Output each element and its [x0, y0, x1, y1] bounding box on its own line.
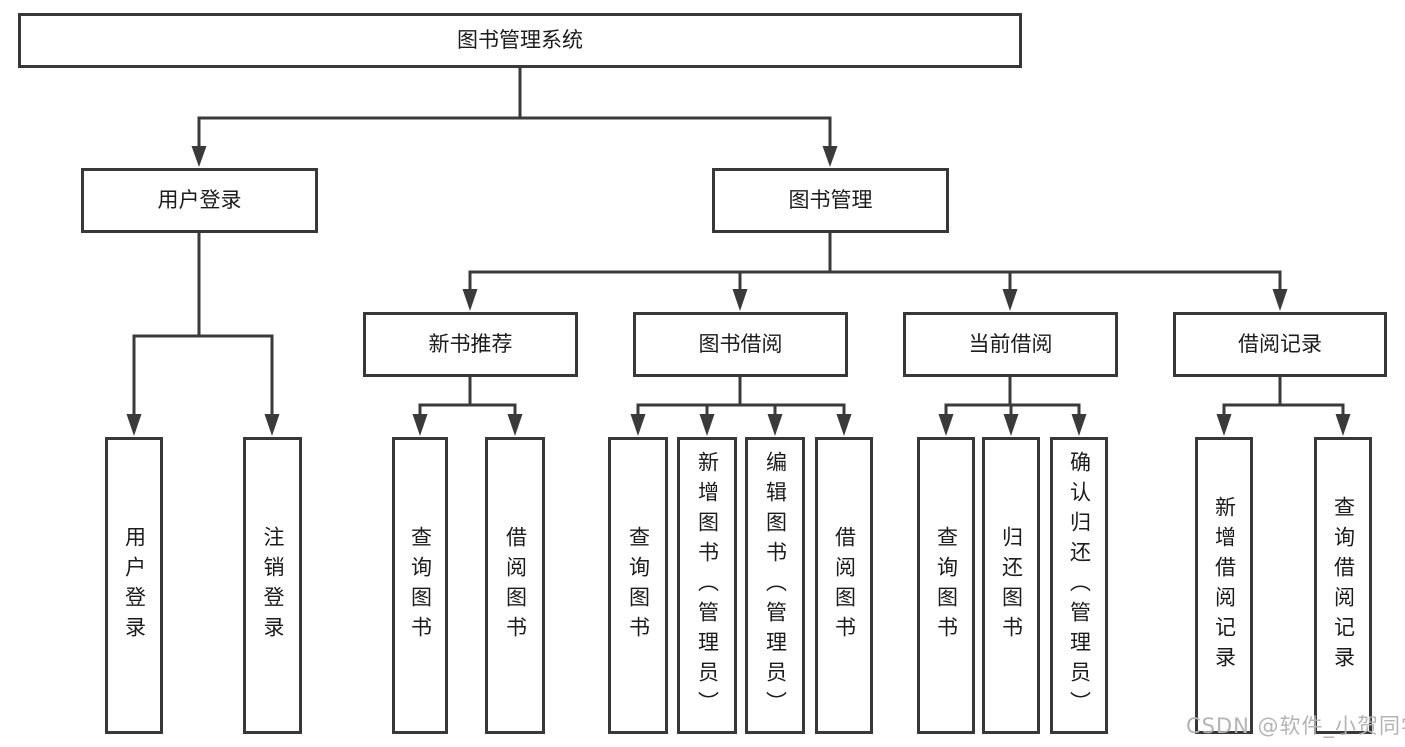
arrow-down-icon — [507, 414, 523, 436]
arrow-down-icon — [264, 414, 280, 436]
connector-book-management-to-level3 — [462, 233, 1288, 311]
arrow-down-icon — [1003, 414, 1019, 436]
arrow-down-icon — [699, 414, 715, 436]
connector-current-borrow-children — [938, 377, 1087, 436]
connector-new-book-recommend-children — [412, 377, 523, 436]
node-label: 查询图书 — [408, 525, 433, 646]
node-label: 查询借阅记录 — [1331, 495, 1356, 676]
arrow-down-icon — [1071, 414, 1087, 436]
csdn-watermark: CSDN @软件_小贺同学 — [1186, 714, 1405, 738]
arrow-down-icon — [732, 289, 748, 311]
node-label: 借阅记录 — [1238, 331, 1322, 356]
arrow-down-icon — [630, 414, 646, 436]
node-new-book-recommend: 新书推荐 — [363, 312, 578, 377]
connector-borrow-records-children — [1216, 377, 1351, 436]
node-label: 借阅图书 — [503, 525, 528, 646]
arrow-down-icon — [767, 414, 783, 436]
connector-book-borrow-children — [630, 377, 852, 436]
node-library-management-system: 图书管理系统 — [18, 13, 1022, 68]
node-label: 新增图书（管理员） — [695, 450, 720, 721]
node-current-borrow: 当前借阅 — [903, 312, 1118, 377]
arrow-down-icon — [1002, 289, 1018, 311]
leaf-borrow-book: 借阅图书 — [815, 437, 873, 734]
arrow-down-icon — [1272, 289, 1288, 311]
connector-user-login-children — [126, 233, 280, 436]
node-book-borrow: 图书借阅 — [633, 312, 848, 377]
connector-root-to-level2 — [191, 68, 838, 167]
arrow-down-icon — [412, 414, 428, 436]
node-label: 确认归还（管理员） — [1067, 450, 1092, 721]
node-label: 查询图书 — [626, 525, 651, 646]
arrow-down-icon — [1216, 414, 1232, 436]
leaf-logout: 注销登录 — [243, 437, 302, 734]
arrow-down-icon — [462, 289, 478, 311]
arrow-down-icon — [822, 146, 838, 167]
node-borrow-records: 借阅记录 — [1173, 312, 1387, 377]
leaf-query-book-borrow: 查询图书 — [608, 437, 668, 734]
leaf-user-login: 用户登录 — [105, 437, 163, 734]
node-label: 新增借阅记录 — [1212, 495, 1237, 676]
leaf-confirm-return-admin: 确认归还（管理员） — [1050, 437, 1108, 734]
node-label: 编辑图书（管理员） — [763, 450, 788, 721]
leaf-query-book-recommend: 查询图书 — [392, 437, 448, 734]
leaf-add-borrow-record: 新增借阅记录 — [1195, 437, 1253, 734]
arrow-down-icon — [1335, 414, 1351, 436]
arrow-down-icon — [126, 414, 142, 436]
arrow-down-icon — [938, 414, 954, 436]
node-label: 查询图书 — [934, 525, 959, 646]
node-label: 图书管理 — [788, 187, 873, 212]
leaf-borrow-book-recommend: 借阅图书 — [485, 437, 545, 734]
node-label: 图书借阅 — [698, 331, 783, 356]
arrow-down-icon — [191, 146, 207, 167]
leaf-add-book-admin: 新增图书（管理员） — [677, 437, 737, 734]
node-label: 图书管理系统 — [457, 27, 583, 52]
node-label: 用户登录 — [122, 525, 147, 646]
node-label: 借阅图书 — [832, 525, 857, 646]
leaf-query-book-current: 查询图书 — [917, 437, 975, 734]
node-label: 注销登录 — [261, 525, 285, 646]
node-label: 用户登录 — [157, 187, 242, 212]
node-label: 归还图书 — [999, 525, 1024, 646]
leaf-query-borrow-record: 查询借阅记录 — [1314, 437, 1372, 734]
node-label: 当前借阅 — [968, 331, 1053, 356]
node-label: 新书推荐 — [428, 331, 513, 356]
node-book-management: 图书管理 — [712, 168, 949, 233]
leaf-return-book: 归还图书 — [982, 437, 1040, 734]
node-user-login: 用户登录 — [81, 168, 318, 233]
leaf-edit-book-admin: 编辑图书（管理员） — [745, 437, 805, 734]
arrow-down-icon — [836, 414, 852, 436]
